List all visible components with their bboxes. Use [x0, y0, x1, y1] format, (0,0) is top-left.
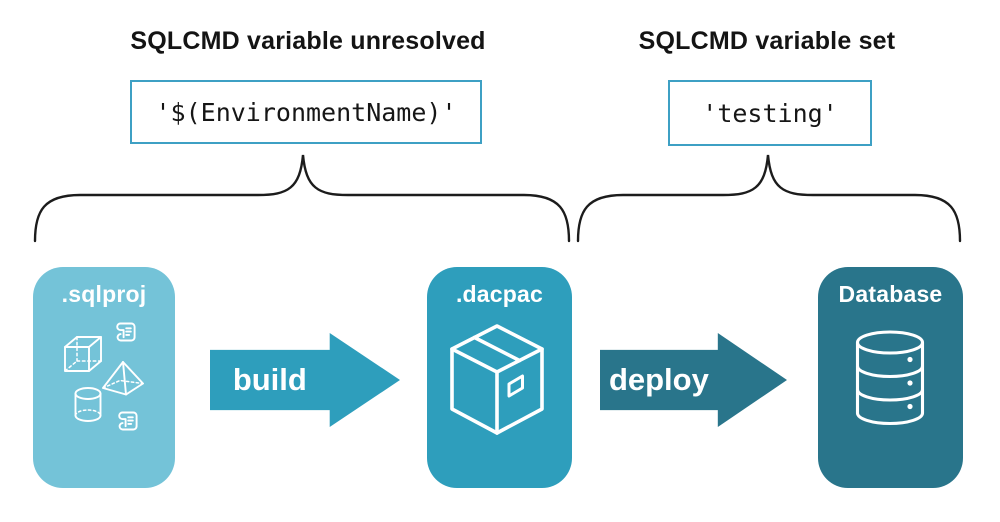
unresolved-variable-code-box: '$(EnvironmentName)' [130, 80, 482, 144]
deploy-arrow: deploy [600, 333, 787, 427]
database-icon [855, 330, 925, 426]
scroll-icon [118, 411, 138, 431]
scroll-icon [116, 322, 136, 342]
deploy-arrow-label: deploy [608, 362, 709, 397]
stage-database-card: Database [818, 267, 963, 488]
package-box-icon [450, 324, 544, 435]
left-curly-brace [33, 154, 571, 243]
cube-icon [64, 336, 102, 372]
set-variable-code-box: 'testing' [668, 80, 872, 146]
stage-dacpac-label: .dacpac [455, 281, 544, 307]
pyramid-icon [102, 361, 144, 396]
set-variable-code: 'testing' [702, 98, 838, 128]
cylinder-icon [74, 387, 102, 422]
stage-dacpac-card: .dacpac [427, 267, 572, 488]
unresolved-variable-code: '$(EnvironmentName)' [155, 97, 457, 127]
stage-database-label: Database [838, 281, 943, 307]
left-annotation-title: SQLCMD variable unresolved [130, 27, 486, 55]
right-curly-brace [576, 154, 962, 243]
stage-sqlproj-label: .sqlproj [61, 281, 147, 307]
stage-sqlproj-card: .sqlproj [33, 267, 175, 488]
build-arrow-label: build [232, 362, 307, 397]
right-annotation-title: SQLCMD variable set [638, 27, 896, 55]
build-arrow: build [210, 333, 400, 427]
